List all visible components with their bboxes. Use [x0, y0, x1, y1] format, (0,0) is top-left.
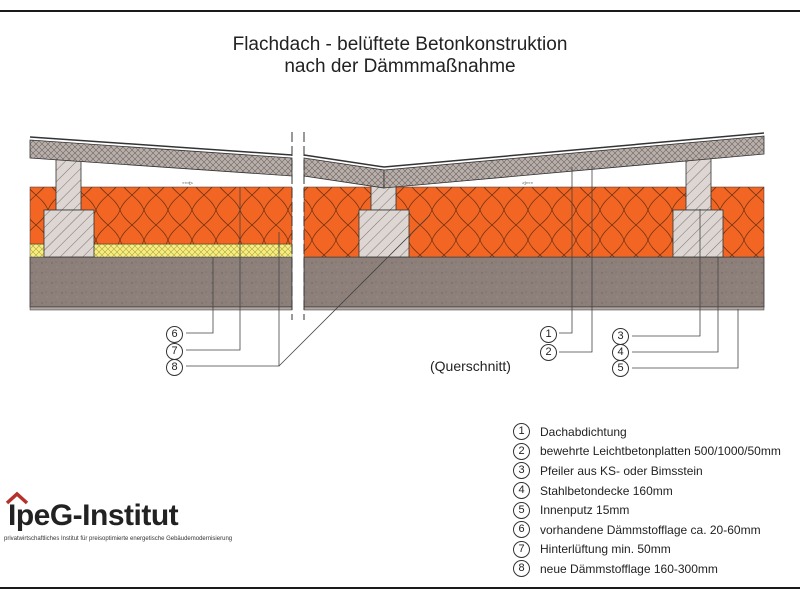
legend-text: bewehrte Leichtbetonplatten 500/1000/50m… [540, 444, 781, 459]
airflow-marker-left: ◦◦◦▹ [182, 180, 193, 187]
pillar-right [672, 157, 724, 258]
frame-top-line [0, 10, 800, 12]
pillar-center [358, 183, 410, 258]
legend-text: Innenputz 15mm [540, 503, 630, 518]
callout-1: 1 [540, 326, 557, 343]
roof-logo-icon [5, 491, 29, 505]
title-line-1: Flachdach - belüftete Betonkonstruktion [232, 34, 568, 55]
airflow-marker-right: ◃◦◦◦ [522, 180, 533, 187]
callout-6: 6 [166, 326, 183, 343]
concrete-slab-left [29, 256, 293, 308]
legend-text: vorhandene Dämmstofflage ca. 20-60mm [540, 522, 761, 537]
legend-text: neue Dämmstofflage 160-300mm [540, 561, 718, 576]
legend-item: 6 vorhandene Dämmstofflage ca. 20-60mm [513, 520, 781, 540]
logo-text: IpeG-Institut [8, 499, 179, 532]
concrete-slab-right [303, 256, 765, 308]
legend-item: 5 Innenputz 15mm [513, 500, 781, 520]
legend: 1 Dachabdichtung 2 bewehrte Leichtbetonpla… [513, 422, 781, 579]
frame-bottom-line [0, 587, 800, 589]
legend-text: Hinterlüftung min. 50mm [540, 542, 671, 557]
pillar-left [43, 157, 95, 258]
legend-number: 7 [513, 540, 530, 558]
roof-slab-right [303, 132, 765, 189]
callout-2: 2 [540, 344, 557, 361]
callout-5: 5 [612, 360, 629, 377]
section-caption: (Querschnitt) [430, 358, 511, 374]
legend-number: 1 [513, 423, 530, 441]
legend-number: 8 [513, 560, 530, 578]
legend-item: 4 Stahlbetondecke 160mm [513, 481, 781, 501]
plaster-right [303, 306, 765, 311]
legend-number: 2 [513, 442, 530, 460]
legend-text: Stahlbetondecke 160mm [540, 483, 673, 498]
legend-number: 6 [513, 521, 530, 539]
title-line-2: nach der Dämmmaßnahme [284, 56, 516, 77]
legend-item: 2 bewehrte Leichtbetonplatten 500/1000/50… [513, 442, 781, 462]
page-title: Flachdach - belüftete Betonkonstruktion … [0, 34, 800, 78]
legend-text: Pfeiler aus KS- oder Bimsstein [540, 463, 703, 478]
legend-number: 4 [513, 482, 530, 500]
callout-7: 7 [166, 343, 183, 360]
legend-number: 5 [513, 501, 530, 519]
ipeg-logo: IpeG-Institut privatwirtschaftliches Ins… [4, 491, 232, 542]
legend-item: 7 Hinterlüftung min. 50mm [513, 540, 781, 560]
legend-item: 8 neue Dämmstofflage 160-300mm [513, 559, 781, 579]
callout-3: 3 [612, 328, 629, 345]
callout-4: 4 [612, 344, 629, 361]
legend-text: Dachabdichtung [540, 424, 627, 439]
leader-lines [186, 166, 739, 369]
legend-item: 1 Dachabdichtung [513, 422, 781, 442]
legend-item: 3 Pfeiler aus KS- oder Bimsstein [513, 461, 781, 481]
logo-subtitle: privatwirtschaftliches Institut für prei… [4, 536, 233, 542]
plaster-left [29, 306, 293, 311]
callout-8: 8 [166, 359, 183, 376]
legend-number: 3 [513, 462, 530, 480]
